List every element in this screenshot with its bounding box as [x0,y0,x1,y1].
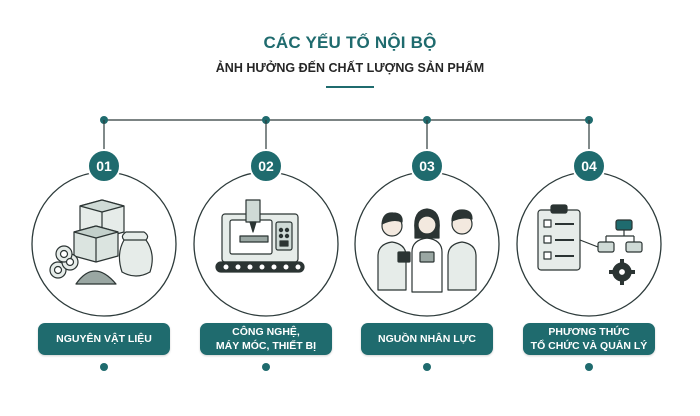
team-people-icon [377,208,477,293]
raw-materials-icon [49,199,153,285]
bottom-dots [100,363,593,371]
badge-2 [249,149,283,183]
factor-label-text: NGUỒN NHÂN LỰC [378,333,476,345]
connector-drops [103,120,590,150]
badge-number-4: 04 [581,158,597,174]
page-subtitle: ẢNH HƯỞNG ĐẾN CHẤT LƯỢNG SẢN PHẨM [215,61,485,75]
badge-number-3: 03 [419,158,435,174]
factor-label-4: PHƯƠNG THỨC TỔ CHỨC VÀ QUẢN LÝ [523,323,655,355]
factor-label-text: PHƯƠNG THỨC TỔ CHỨC VÀ QUẢN LÝ [530,326,648,352]
badge-3 [410,149,444,183]
factor-label-text: NGUYÊN VẬT LIỆU [56,333,152,345]
badge-number-1: 01 [96,158,112,174]
cnc-machine-icon [215,199,305,273]
badge-1 [87,149,121,183]
management-checklist-icon [537,204,643,285]
factor-label-2: CÔNG NGHỆ, MÁY MÓC, THIẾT BỊ [200,323,332,355]
title-divider [326,86,374,88]
badge-number-2: 02 [258,158,274,174]
factor-label-3: NGUỒN NHÂN LỰC [361,323,493,355]
factor-label-1: NGUYÊN VẬT LIỆU [38,323,170,355]
badge-4 [572,149,606,183]
number-badges [87,149,606,183]
factor-label-text: CÔNG NGHỆ, MÁY MÓC, THIẾT BỊ [215,326,317,352]
page-title: CÁC YẾU TỐ NỘI BỘ [263,33,437,52]
